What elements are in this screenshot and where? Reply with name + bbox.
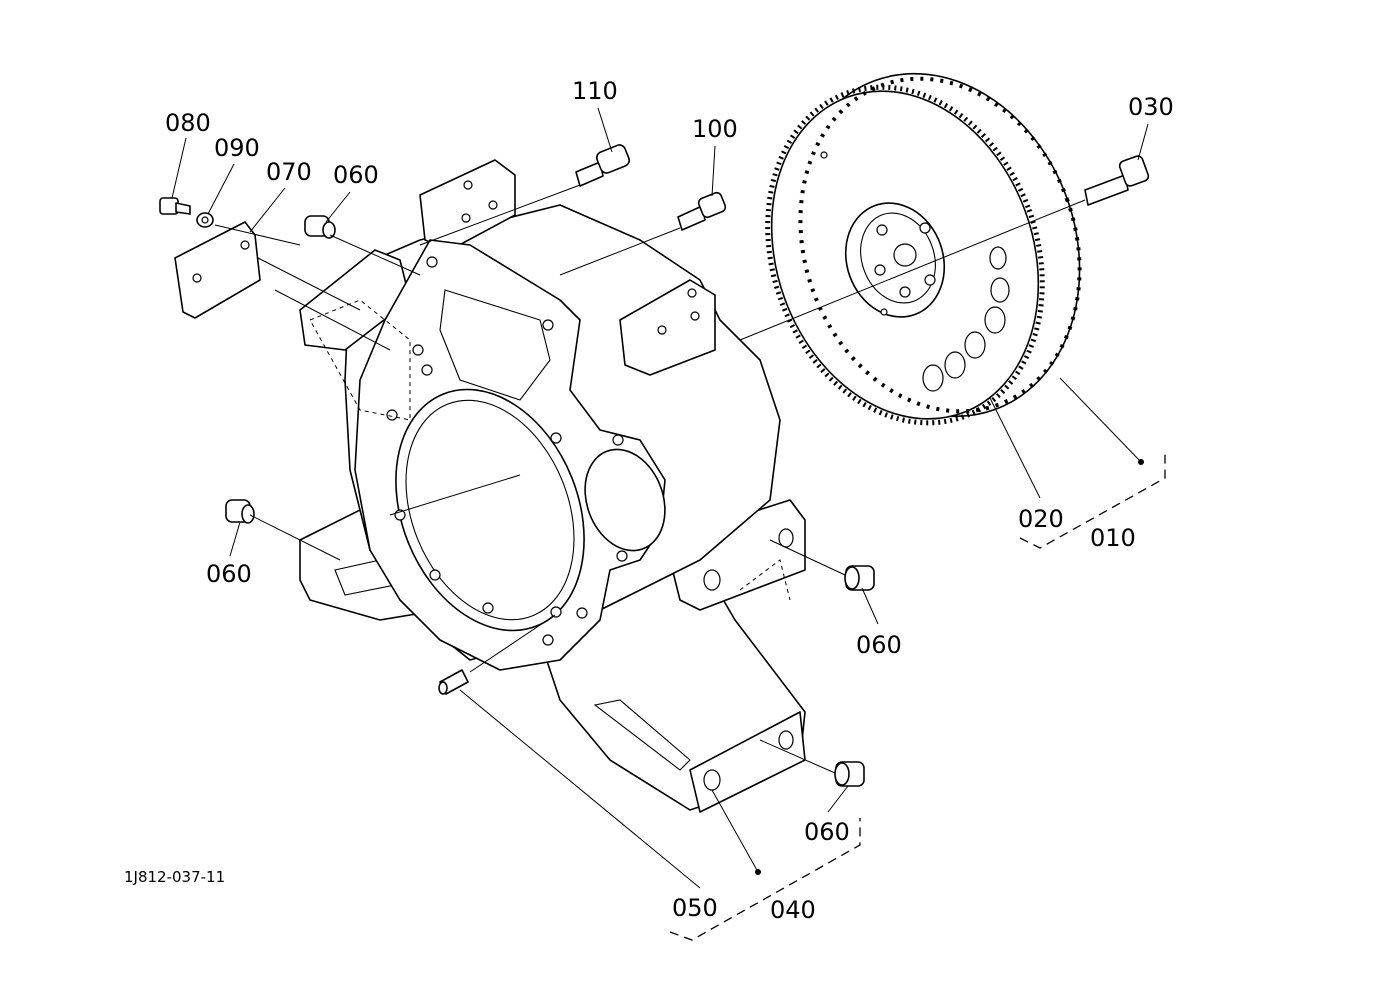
callout-060-a: 060 xyxy=(333,161,379,189)
callout-030: 030 xyxy=(1128,93,1174,121)
cover-plate-070 xyxy=(174,221,261,319)
bolt-110 xyxy=(575,144,631,187)
assembly-lines xyxy=(214,184,1086,774)
bushing-060-d xyxy=(834,761,865,787)
callout-060-c: 060 xyxy=(856,631,902,659)
callout-020: 020 xyxy=(1018,505,1064,533)
drawing-number: 1J812-037-11 xyxy=(124,868,225,886)
callout-060-b: 060 xyxy=(206,560,252,588)
pin-050 xyxy=(438,669,469,695)
callout-010: 010 xyxy=(1090,524,1136,552)
callout-100: 100 xyxy=(692,115,738,143)
callout-110: 110 xyxy=(572,77,618,105)
bushing-060-b xyxy=(225,499,255,524)
callout-050: 050 xyxy=(672,894,718,922)
bushing-060-a xyxy=(304,215,336,239)
bolt-030 xyxy=(1084,155,1150,206)
washer-090 xyxy=(196,212,214,228)
flywheel-assembly xyxy=(765,72,1082,426)
callout-070: 070 xyxy=(266,158,312,186)
callout-080: 080 xyxy=(165,109,211,137)
callout-090: 090 xyxy=(214,134,260,162)
bushing-060-c xyxy=(844,565,875,591)
callout-leaders xyxy=(171,107,1149,889)
callout-040: 040 xyxy=(770,896,816,924)
flywheel-housing xyxy=(299,159,806,813)
group-brackets xyxy=(669,452,1166,941)
callout-060-d: 060 xyxy=(804,818,850,846)
bolt-100 xyxy=(677,191,727,231)
bolt-080 xyxy=(159,197,191,215)
